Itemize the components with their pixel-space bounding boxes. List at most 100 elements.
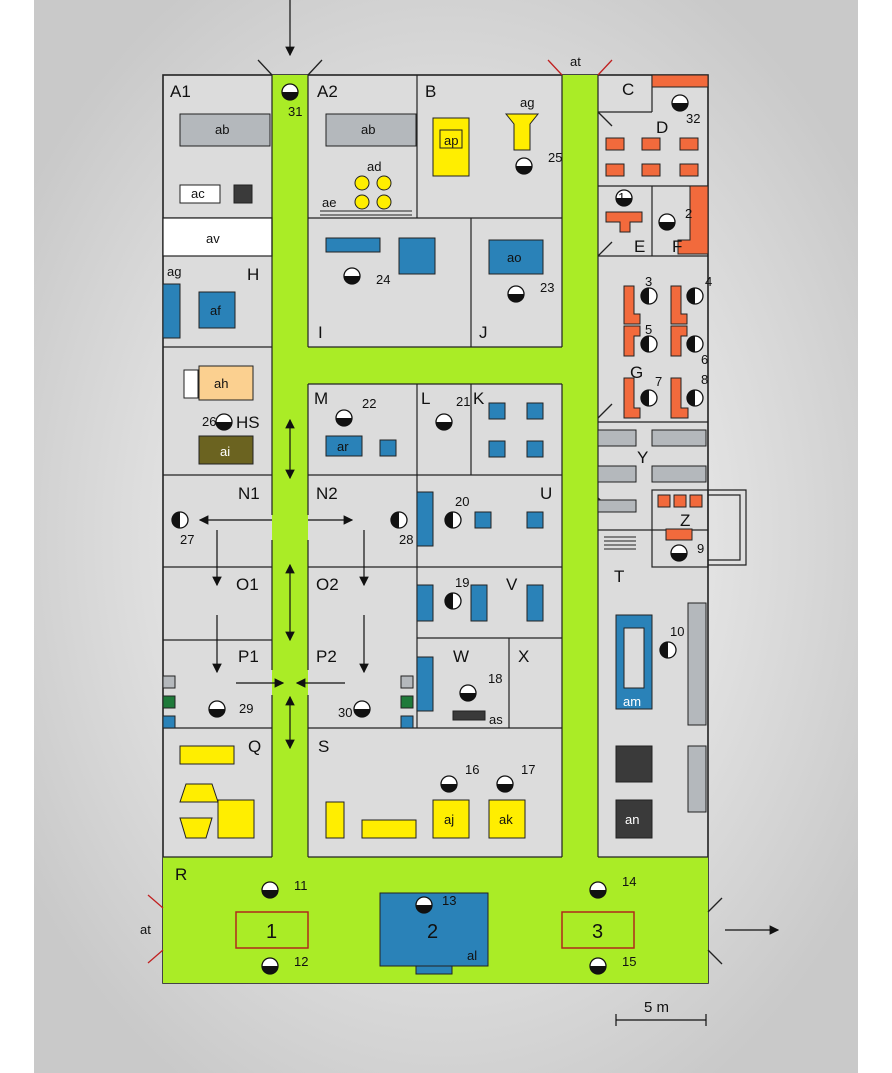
room-label-L: L (421, 389, 430, 408)
station-label: 20 (455, 494, 469, 509)
equipment-label-an: an (625, 812, 639, 827)
station-marker: 15 (589, 954, 636, 975)
equipment-blue-i2 (398, 237, 436, 275)
room-label-O2: O2 (316, 575, 339, 594)
equipment-an (615, 799, 653, 839)
corridor-east-vertical (562, 75, 598, 857)
station-label: 24 (376, 272, 390, 287)
equipment-label-af: af (210, 303, 221, 318)
station-label: 29 (239, 701, 253, 716)
station-label: 14 (622, 874, 636, 889)
station-label: 16 (465, 762, 479, 777)
room-label-Z: Z (680, 511, 690, 530)
station-label: 2 (685, 206, 692, 221)
workplace-box-3 (561, 911, 635, 949)
room-label-W: W (453, 647, 469, 666)
station-label: 1 (618, 190, 625, 205)
workplace-box-1 (235, 911, 309, 949)
station-marker: 8 (686, 372, 708, 407)
room-label-O1: O1 (236, 575, 259, 594)
station-marker: 24 (343, 267, 390, 287)
station-marker: 1 (615, 189, 633, 207)
equipment-label-ag-b: ag (520, 95, 534, 110)
station-marker: 10 (659, 624, 684, 659)
station-label: 6 (701, 352, 708, 367)
station-marker: 3 (640, 274, 658, 305)
room-label-V: V (506, 575, 518, 594)
station-label: 8 (701, 372, 708, 387)
station-marker: 20 (444, 494, 469, 529)
equipment-ab-a2 (325, 113, 417, 147)
equipment-label-ac: ac (191, 186, 205, 201)
room-label-G: G (630, 363, 643, 382)
room-label-U: U (540, 484, 552, 503)
room-label-J: J (479, 323, 488, 342)
room-label-E: E (634, 237, 645, 256)
equipment-ag-b (504, 113, 540, 151)
equipment-yellow-qs (179, 745, 526, 839)
station-marker: 21 (435, 394, 470, 431)
room-labels: A1 A2 B C D E F H I J G HS M L K Y N1 N2… (170, 80, 690, 884)
equipment-as (452, 710, 486, 721)
station-label: 30 (338, 705, 352, 720)
room-label-HS: HS (236, 413, 260, 432)
station-label: 18 (488, 671, 502, 686)
station-marker: 28 (390, 511, 413, 547)
station-marker: 9 (670, 541, 704, 562)
flow-arrows (198, 0, 780, 935)
equipment-label-ab-a1: ab (215, 122, 229, 137)
workplace-label-2: 2 (427, 921, 438, 943)
equipment-shapes (162, 74, 709, 975)
room-label-Y: Y (637, 448, 648, 467)
station-label: 26 (202, 414, 216, 429)
room-label-I: I (318, 323, 323, 342)
equipment-ag-h (162, 283, 181, 339)
station-label: 5 (645, 322, 652, 337)
room-label-H: H (247, 265, 259, 284)
station-marker: 17 (496, 762, 535, 793)
room-label-R: R (175, 865, 187, 884)
scale-bar (615, 1014, 707, 1026)
station-label: 23 (540, 280, 554, 295)
room-label-B: B (425, 82, 436, 101)
station-marker: 26 (202, 413, 233, 431)
station-marker: 18 (459, 671, 502, 702)
station-label: 19 (455, 575, 469, 590)
station-marker: 23 (507, 280, 554, 303)
equipment-blue-i1 (325, 237, 381, 253)
station-marker: 5 (640, 322, 658, 353)
equipment-orange-g (605, 74, 709, 541)
room-label-S: S (318, 737, 329, 756)
equipment-label-al: al (467, 948, 477, 963)
station-marker: 27 (171, 511, 194, 547)
station-marker: 12 (261, 954, 308, 975)
equipment-stack-lines (604, 536, 636, 550)
station-label: 11 (294, 878, 308, 893)
equipment-label-ap: ap (444, 133, 458, 148)
station-label: 17 (521, 762, 535, 777)
station-label: 22 (362, 396, 376, 411)
equipment-ai (198, 435, 254, 465)
equipment-label-ae: ae (322, 195, 336, 210)
equipment-dark-square-a1 (233, 184, 253, 204)
equipment-label-av: av (206, 231, 220, 246)
equipment-labels: ab ab ac av ag ag ap ad ae af ah ai ao a… (140, 54, 641, 963)
station-marker: 32 (671, 94, 700, 126)
station-marker: 16 (440, 762, 479, 793)
equipment-dark-t (615, 745, 653, 783)
room-label-F: F (672, 237, 682, 256)
equipment-y-bars (162, 429, 707, 813)
room-label-D: D (656, 118, 668, 137)
station-label: 10 (670, 624, 684, 639)
equipment-al (379, 892, 489, 967)
equipment-label-ad: ad (367, 159, 381, 174)
room-label-C: C (622, 80, 634, 99)
equipment-ao (488, 239, 544, 275)
station-marker: 11 (261, 878, 308, 899)
equipment-label-ah: ah (214, 376, 228, 391)
station-label: 9 (697, 541, 704, 556)
equipment-ac (179, 184, 221, 204)
equipment-label-ao: ao (507, 250, 521, 265)
